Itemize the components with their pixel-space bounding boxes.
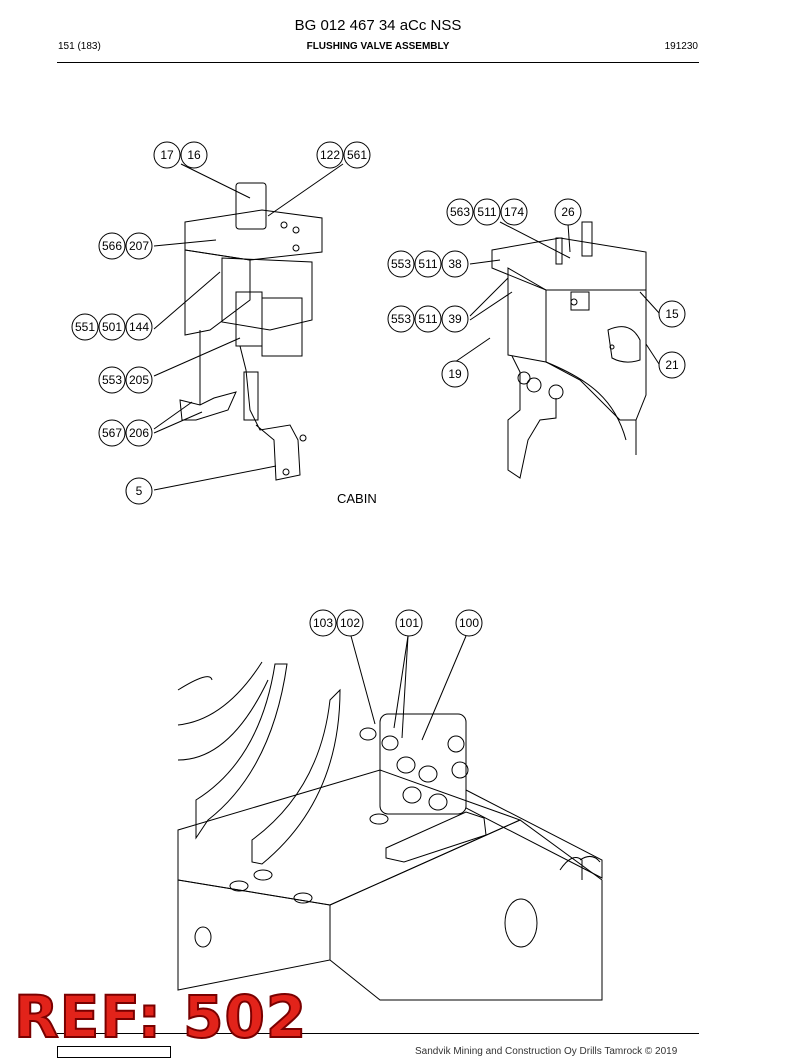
header-rule xyxy=(57,62,699,63)
balloon-122 xyxy=(316,141,344,169)
callout-label: 21 xyxy=(665,358,679,372)
cabin-label: CABIN xyxy=(337,491,377,506)
callout-label: 5 xyxy=(136,484,143,498)
callout-label: 144 xyxy=(129,320,149,334)
callout-label: 551 xyxy=(75,320,95,334)
balloon-553 xyxy=(98,366,126,394)
balloon-21 xyxy=(658,351,686,379)
date-code: 191230 xyxy=(664,41,698,52)
balloon-38 xyxy=(441,250,469,278)
balloon-5 xyxy=(125,477,153,505)
callout-label: 553 xyxy=(102,373,122,387)
balloon-39 xyxy=(441,305,469,333)
callout-label: 102 xyxy=(340,616,360,630)
callout-label: 501 xyxy=(102,320,122,334)
balloon-206 xyxy=(125,419,153,447)
balloon-207 xyxy=(125,232,153,260)
balloon-551 xyxy=(71,313,99,341)
callout-label: 16 xyxy=(187,148,201,162)
callout-label: 566 xyxy=(102,239,122,253)
bottom-valve-block xyxy=(177,661,603,1001)
balloon-103 xyxy=(309,609,337,637)
left-valve-assembly xyxy=(179,182,323,481)
balloon-511 xyxy=(473,198,501,226)
callout-label: 205 xyxy=(129,373,149,387)
balloon-553 xyxy=(387,305,415,333)
callout-label: 511 xyxy=(418,312,437,326)
balloon-563 xyxy=(446,198,474,226)
callout-label: 553 xyxy=(391,312,411,326)
balloon-567 xyxy=(98,419,126,447)
balloon-19 xyxy=(441,360,469,388)
doc-title: BG 012 467 34 aCc NSS xyxy=(294,17,462,34)
balloon-174 xyxy=(500,198,528,226)
footer-copyright: Sandvik Mining and Construction Oy Drill… xyxy=(415,1046,678,1057)
callout-label: 207 xyxy=(129,239,149,253)
callout-label: 101 xyxy=(399,616,419,630)
callout-label: 103 xyxy=(313,616,333,630)
balloon-26 xyxy=(554,198,582,226)
right-valve-assembly xyxy=(491,221,647,479)
callout-label: 122 xyxy=(320,148,340,162)
balloon-561 xyxy=(343,141,371,169)
balloon-102 xyxy=(336,609,364,637)
callout-label: 100 xyxy=(459,616,479,630)
balloon-501 xyxy=(98,313,126,341)
footer-rule xyxy=(57,1033,699,1034)
callout-label: 39 xyxy=(448,312,462,326)
balloon-17 xyxy=(153,141,181,169)
callout-label: 206 xyxy=(129,426,149,440)
callout-labels: 17 16 122 561 566 207 551 501 144 553 20… xyxy=(75,148,679,630)
callout-balloons xyxy=(71,141,686,637)
callout-label: 567 xyxy=(102,426,122,440)
callout-label: 26 xyxy=(561,205,575,219)
balloon-16 xyxy=(180,141,208,169)
callout-label: 38 xyxy=(448,257,462,271)
balloon-553 xyxy=(387,250,415,278)
page-number: 151 (183) xyxy=(58,41,101,52)
callout-label: 511 xyxy=(477,205,496,219)
balloon-101 xyxy=(395,609,423,637)
callout-label: 561 xyxy=(347,148,367,162)
balloon-144 xyxy=(125,313,153,341)
callout-label: 563 xyxy=(450,205,470,219)
callout-label: 174 xyxy=(504,205,524,219)
balloon-100 xyxy=(455,609,483,637)
balloon-511 xyxy=(414,250,442,278)
balloon-566 xyxy=(98,232,126,260)
balloon-15 xyxy=(658,300,686,328)
callout-label: 17 xyxy=(160,148,174,162)
ref-watermark: REF: 502 xyxy=(13,982,308,1052)
callout-label: 19 xyxy=(448,367,462,381)
balloon-511 xyxy=(414,305,442,333)
callout-label: 511 xyxy=(418,257,437,271)
balloon-205 xyxy=(125,366,153,394)
callout-label: 15 xyxy=(665,307,679,321)
section-title: FLUSHING VALVE ASSEMBLY xyxy=(306,41,450,52)
callout-label: 553 xyxy=(391,257,411,271)
leader-lines xyxy=(153,163,661,741)
